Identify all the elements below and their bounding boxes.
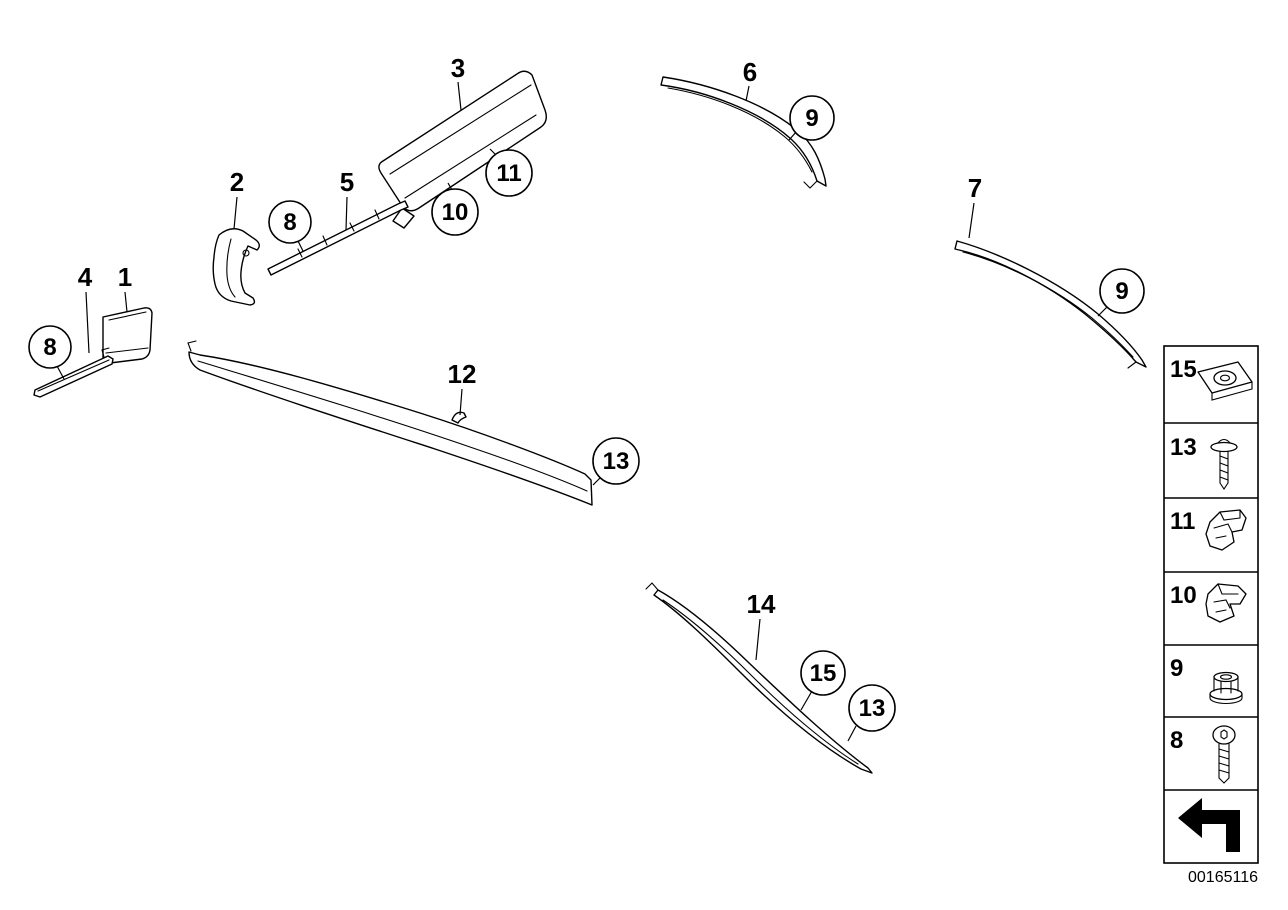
callout-number: 9 [805,105,818,132]
leader-5 [345,196,348,231]
legend-number: 8 [1170,727,1183,754]
callout-10[interactable]: 10 [431,188,479,236]
callout-8-door[interactable]: 8 [28,325,72,369]
leader-callout-9-right [1097,306,1108,317]
part-label-1[interactable]: 1 [118,262,132,292]
part-label-14[interactable]: 14 [747,589,776,619]
turn-page-arrow-icon [1178,798,1240,852]
fastener-legend: 15 13 11 [1163,345,1259,864]
part-label-12[interactable]: 12 [448,359,477,389]
callout-circle [592,437,640,485]
spring-clip-icon [1205,583,1247,623]
callout-number: 13 [603,448,630,475]
callout-circle [848,684,896,732]
callout-9-upper[interactable]: 9 [789,95,835,141]
leader-callout-8-door [56,365,65,380]
legend-row-arrow[interactable] [1178,798,1240,852]
document-number: 00165116 [1188,869,1258,886]
legend-row-9[interactable]: 9 [1170,655,1243,705]
callout-number: 13 [859,695,886,722]
screw-icon [1210,438,1238,490]
part-3-trim-panel [378,70,548,229]
part-12-sill-strip [187,340,593,506]
leader-6 [745,85,750,102]
leader-2 [233,196,238,230]
callout-number: 15 [810,660,837,687]
part-6-trim-strip [660,76,827,189]
legend-border [1163,345,1259,864]
callout-15[interactable]: 15 [800,650,846,696]
part-7-trim-strip [954,240,1147,369]
part-label-5[interactable]: 5 [340,167,354,197]
legend-row-11[interactable]: 11 [1170,508,1247,551]
part-label-4[interactable]: 4 [78,262,93,292]
callout-circle [800,650,846,696]
leader-4 [85,291,90,354]
legend-number: 9 [1170,655,1183,682]
leader-callout-13-sill [592,476,602,486]
leader-callout-13-lower [847,725,857,742]
callout-circle [431,188,479,236]
part-label-3[interactable]: 3 [451,53,465,83]
part-label-6[interactable]: 6 [743,57,757,87]
callout-number: 10 [442,199,469,226]
part-1-trim [102,307,153,364]
legend-number: 11 [1170,508,1195,535]
callout-circle [28,325,72,369]
legend-number: 15 [1170,356,1197,383]
spring-clip-icon [1205,509,1247,551]
callout-8-rail[interactable]: 8 [268,200,312,244]
speed-nut-icon [1197,361,1253,401]
callout-11[interactable]: 11 [485,149,533,197]
legend-row-15[interactable]: 15 [1170,356,1253,401]
callout-13-sill[interactable]: 13 [592,437,640,485]
leader-callout-8-rail [297,240,304,252]
callout-circle [789,95,835,141]
callout-13-lower[interactable]: 13 [848,684,896,732]
legend-row-13[interactable]: 13 [1170,434,1238,490]
leader-3 [457,81,462,111]
legend-number: 10 [1170,582,1197,609]
torx-screw-icon [1212,725,1236,784]
callout-circle [485,149,533,197]
callout-number: 9 [1115,278,1128,305]
part-2-bracket [212,228,260,306]
leader-14 [755,618,761,661]
leader-12 [459,388,463,416]
callout-number: 8 [283,209,296,236]
part-4-trim-strip [33,347,114,398]
flange-nut-icon [1209,671,1243,705]
callout-number: 11 [496,160,521,187]
callout-circle [268,200,312,244]
part-14-trim-strip [645,582,873,774]
callout-circle [1099,268,1145,314]
part-5-rail [267,200,409,276]
legend-number: 13 [1170,434,1197,461]
part-label-7[interactable]: 7 [968,173,982,203]
leader-callout-15 [800,690,813,711]
callout-9-right[interactable]: 9 [1099,268,1145,314]
legend-row-10[interactable]: 10 [1170,582,1247,623]
part-label-2[interactable]: 2 [230,167,244,197]
leader-7 [968,202,975,239]
leader-1 [124,291,128,313]
legend-row-8[interactable]: 8 [1170,725,1236,784]
callout-number: 8 [43,334,56,361]
